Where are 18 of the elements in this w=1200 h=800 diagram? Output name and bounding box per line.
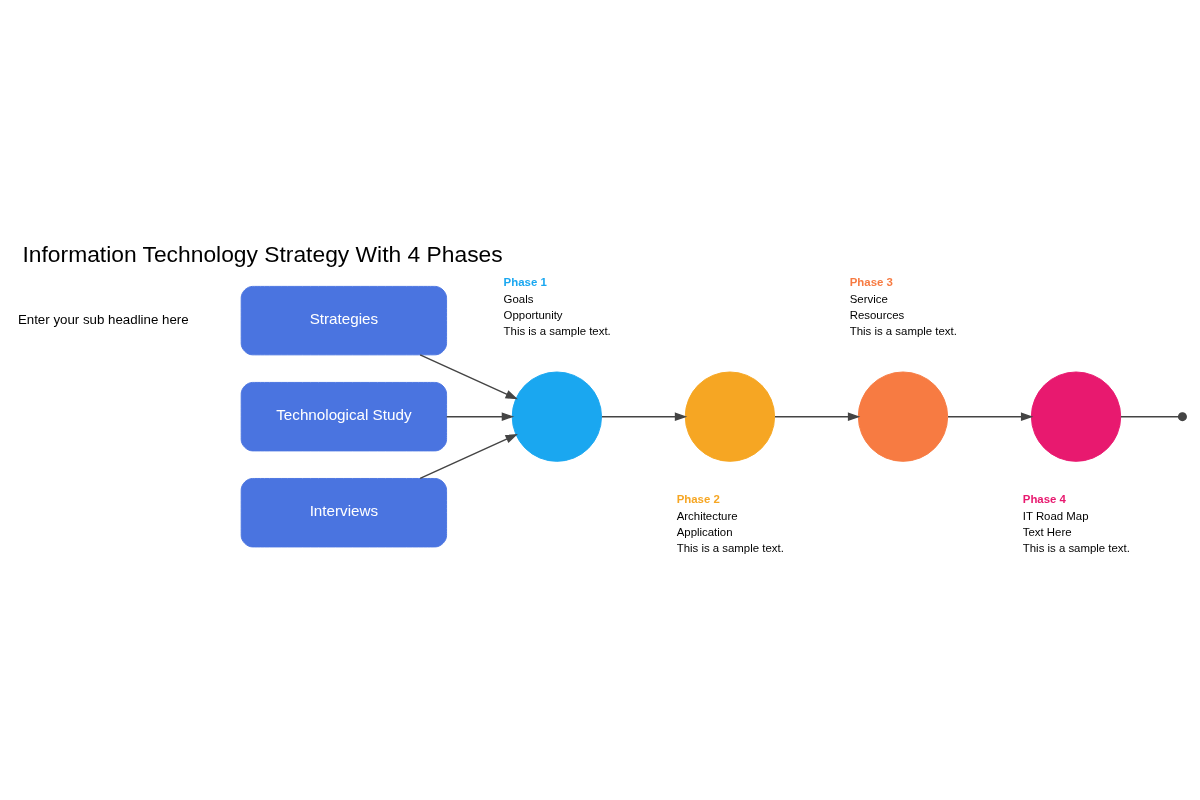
node-label: This is a sample text.: [676, 541, 784, 554]
node-label: This is a sample text.: [849, 324, 957, 337]
node-label: Phase 1: [503, 275, 547, 288]
node-label: Goals: [503, 292, 534, 305]
node-label: Phase 2: [676, 492, 720, 505]
node-label: Phase 3: [849, 275, 893, 288]
node-label: Opportunity: [503, 308, 563, 321]
node-label: Architecture: [676, 509, 738, 522]
node-label: This is a sample text.: [1022, 541, 1130, 554]
node-label: IT Road Map: [1022, 509, 1089, 522]
label: Enter your sub headline here: [17, 311, 189, 327]
node-label: Service: [849, 292, 888, 305]
node-label: This is a sample text.: [503, 324, 611, 337]
diagram-title: Information Technology Strategy With 4 Phases: [22, 240, 503, 267]
node-label: Text Here: [1022, 525, 1072, 538]
node-label: Application: [676, 525, 733, 538]
node-label: Resources: [849, 308, 905, 321]
node-label: Phase 4: [1022, 492, 1066, 505]
